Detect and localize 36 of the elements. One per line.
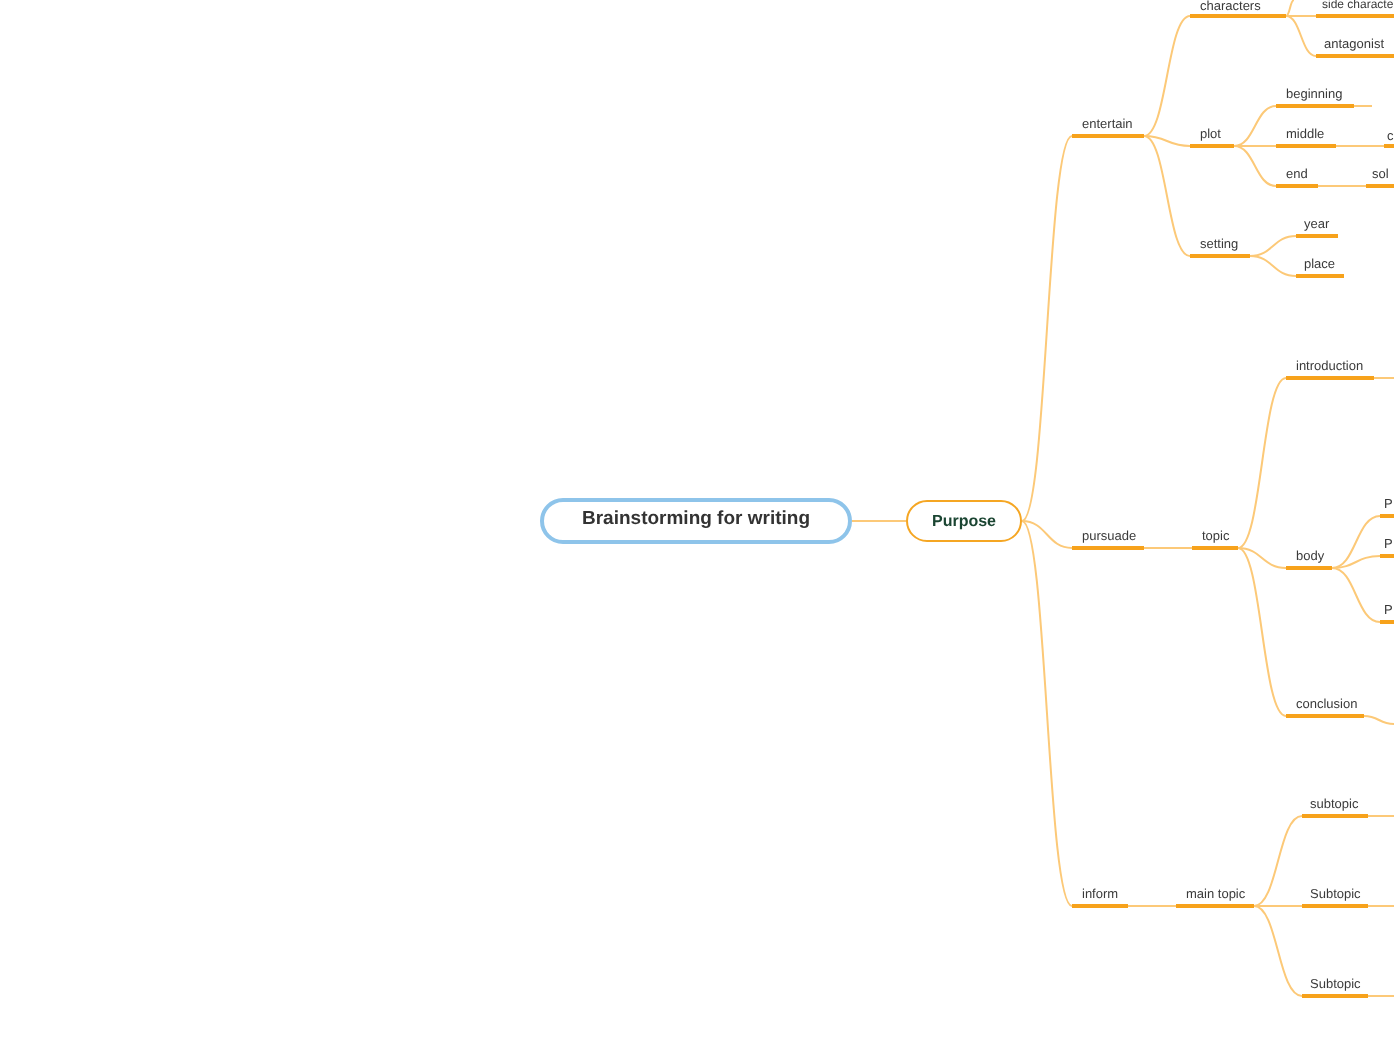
connector-line — [1353, 105, 1373, 107]
connector-line — [1317, 185, 1367, 187]
connector-line — [1021, 520, 1073, 549]
connector-line — [1127, 905, 1177, 907]
connector-line — [1367, 995, 1394, 997]
connector-line — [1249, 255, 1297, 277]
connector-line — [1331, 567, 1381, 623]
connector-line — [1253, 905, 1303, 907]
connector-line — [1363, 715, 1394, 725]
connector-line — [1143, 547, 1193, 549]
connector-line — [1143, 135, 1191, 147]
connector-line — [1021, 520, 1073, 907]
connector-line — [1237, 377, 1287, 549]
connector-line — [1285, 0, 1295, 17]
connector-line — [1143, 15, 1191, 137]
connector-line — [1335, 145, 1385, 147]
connector-line — [851, 520, 907, 522]
connector-line — [1373, 377, 1394, 379]
connector-line — [1021, 135, 1073, 522]
connector-line — [1367, 815, 1394, 817]
connector-line — [1233, 105, 1277, 147]
connector-line — [1233, 145, 1277, 147]
connector-line — [1249, 235, 1297, 257]
connector-line — [1367, 905, 1394, 907]
connector-line — [1253, 905, 1303, 997]
connector-line — [1143, 135, 1191, 257]
connector-line — [1237, 547, 1287, 569]
connector-line — [1285, 15, 1317, 57]
connector-line — [1253, 815, 1303, 907]
main-branch-pill: Purpose — [906, 500, 1022, 542]
connector-line — [1237, 547, 1287, 717]
connector-line — [1285, 15, 1317, 17]
connector-line — [1331, 515, 1381, 569]
connector-line — [1331, 555, 1381, 569]
connector-line — [1233, 145, 1277, 187]
central-topic-pill: Brainstorming for writing — [540, 498, 852, 544]
